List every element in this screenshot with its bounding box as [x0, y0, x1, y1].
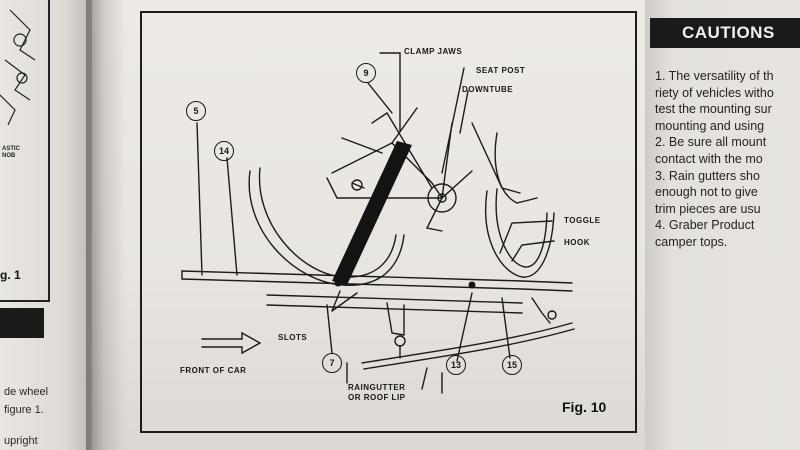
cautions-line: enough not to give — [655, 185, 758, 200]
left-black-bar — [0, 308, 44, 338]
cautions-line: riety of vehicles witho — [655, 85, 774, 100]
seat-post-label: SEAT POST — [476, 66, 526, 75]
cautions-line: camper tops. — [655, 234, 728, 249]
raingutter-label-line2: OR ROOF LIP — [348, 393, 406, 402]
left-text-line: de wheel — [4, 386, 49, 398]
left-small-label: ASTIC NOB — [2, 146, 20, 160]
center-page — [92, 0, 662, 450]
hook-label: HOOK — [564, 238, 590, 247]
left-small-label-line: NOB — [2, 153, 16, 159]
cautions-line: 4. Graber Product — [655, 218, 755, 233]
cautions-line: 3. Rain gutters sho — [655, 168, 760, 183]
callout-5: 5 — [186, 101, 206, 121]
left-small-label-line: ASTIC — [2, 146, 20, 152]
left-fig-label: g. 1 — [0, 268, 21, 282]
cautions-line: 2. Be sure all mount — [655, 135, 767, 150]
cautions-line: 1. The versatility of th — [655, 69, 774, 83]
clamp-jaws-label: CLAMP JAWS — [404, 47, 463, 56]
right-page — [645, 0, 800, 450]
cautions-text: 1. The versatility of th riety of vehicl… — [655, 68, 800, 251]
cautions-heading: CAUTIONS — [650, 18, 800, 48]
callout-15: 15 — [502, 355, 522, 375]
cautions-line: contact with the mo — [655, 151, 763, 166]
front-of-car-label: FRONT OF CAR — [180, 366, 247, 375]
figure-caption: Fig. 10 — [562, 399, 607, 415]
slots-label: SLOTS — [278, 333, 308, 342]
left-text-line: figure 1. — [4, 404, 44, 416]
left-page: ASTIC NOB g. 1 de wheel figure 1. uprigh… — [0, 0, 92, 450]
left-text-line: upright — [4, 435, 38, 447]
callout-14: 14 — [214, 141, 234, 161]
callout-9: 9 — [356, 63, 376, 83]
callout-7: 7 — [322, 353, 342, 373]
downtube-label: DOWNTUBE — [462, 85, 514, 94]
cautions-line: mounting and using — [655, 118, 765, 133]
left-figure-frame — [0, 0, 50, 302]
figure-frame: CLAMP JAWS SEAT POST DOWNTUBE TOGGLE HOO… — [140, 11, 637, 433]
raingutter-label-line1: RAINGUTTER — [348, 383, 406, 392]
callout-13: 13 — [446, 355, 466, 375]
bike-rack-diagram — [181, 52, 575, 394]
page-fold-shadow — [86, 0, 126, 450]
cautions-line: test the mounting sur — [655, 102, 772, 117]
left-figure-drawing — [0, 9, 36, 126]
cautions-line: trim pieces are usu — [655, 201, 761, 216]
toggle-label: TOGGLE — [564, 216, 601, 225]
